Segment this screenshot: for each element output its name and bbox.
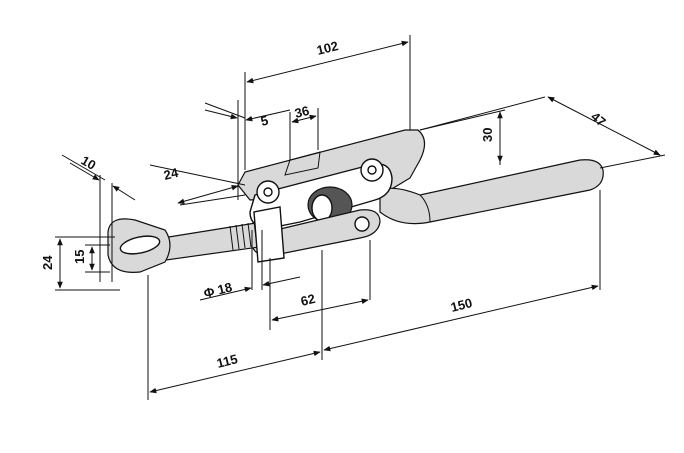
dim-10: 10: [79, 153, 99, 173]
clamp-part: [107, 129, 604, 273]
dim-30: 30: [480, 128, 495, 142]
dimension-lines: [55, 35, 666, 400]
nut: [253, 206, 285, 263]
dim-15: 15: [72, 250, 87, 264]
dim-24-top: 24: [162, 165, 180, 183]
dim-102: 102: [315, 38, 340, 58]
dim-115: 115: [215, 351, 239, 371]
dim-phi-18: Φ 18: [202, 279, 234, 301]
dim-36: 36: [293, 103, 311, 121]
dim-62: 62: [299, 291, 317, 309]
plate-slot: [284, 151, 321, 176]
dim-24-left: 24: [40, 255, 55, 270]
dim-150: 150: [449, 295, 474, 315]
eye-slot: [119, 235, 161, 255]
dim-5: 5: [259, 113, 270, 129]
handle: [379, 159, 604, 225]
